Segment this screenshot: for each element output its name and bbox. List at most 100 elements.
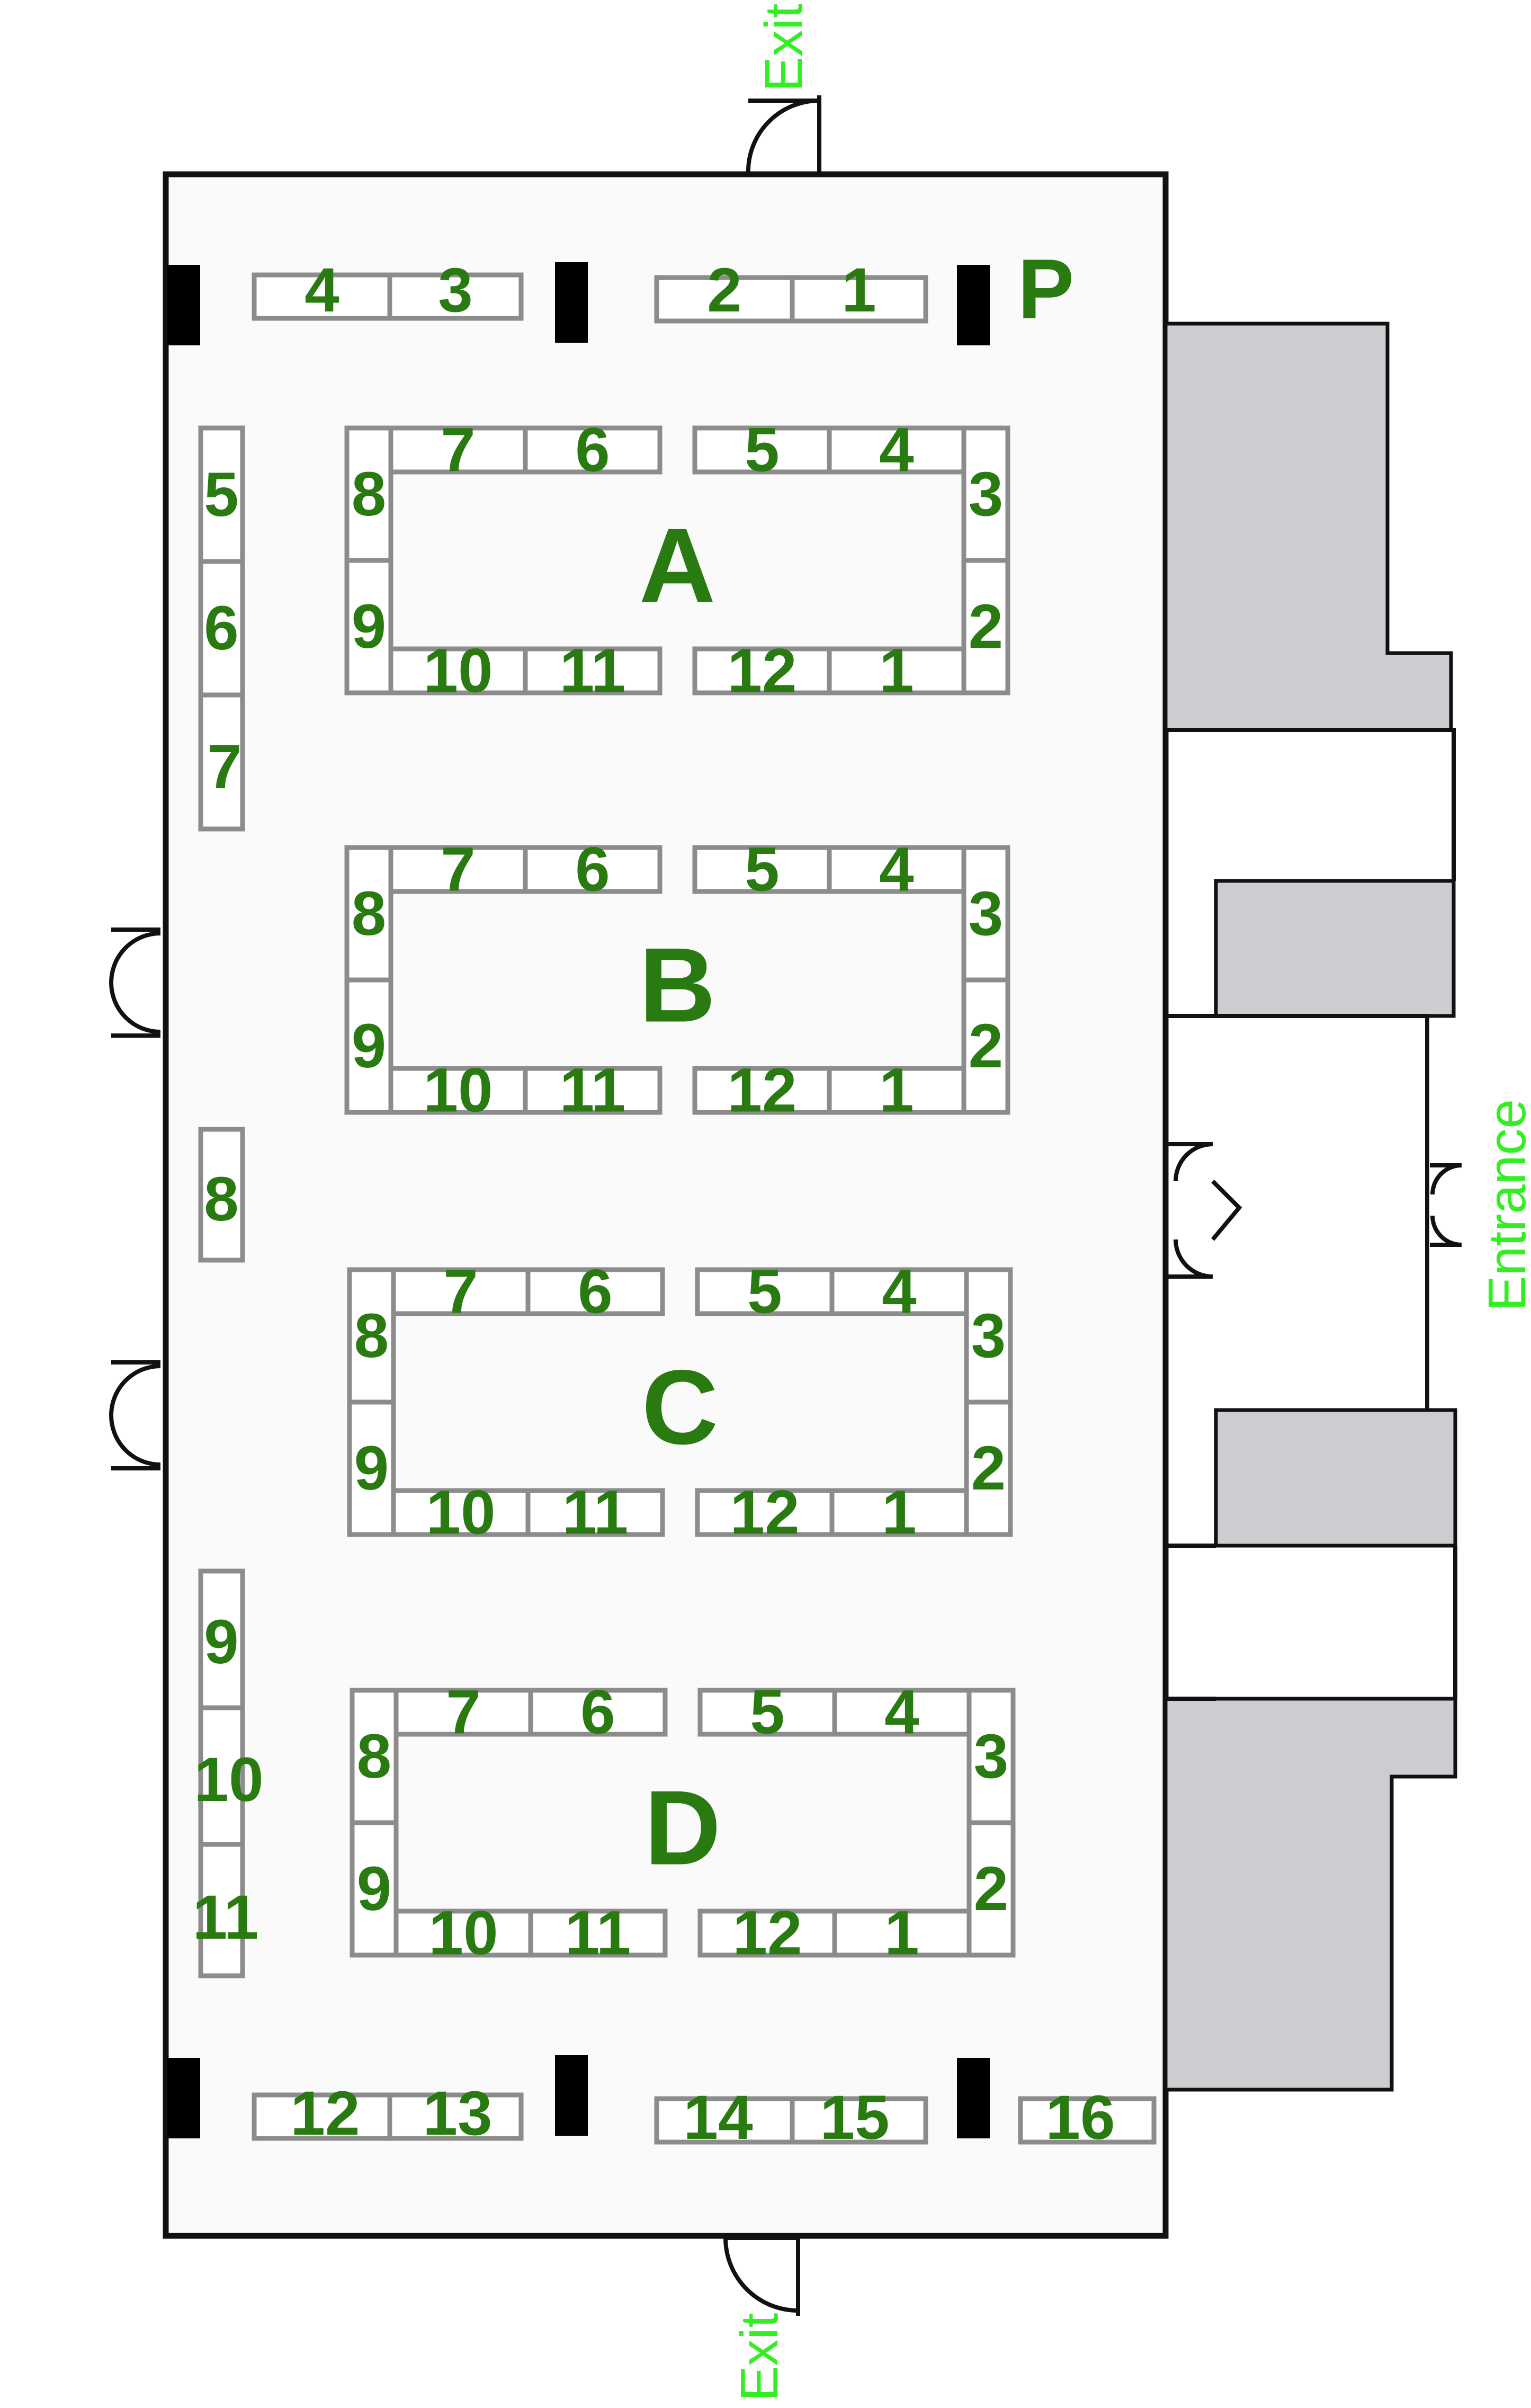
booth-a-6[interactable] [523,425,662,475]
booth-b-12[interactable] [692,1066,832,1115]
booth-label: 3 [969,459,1004,529]
booth-perimeter-5[interactable] [198,425,245,564]
annex [1163,322,1457,2092]
booth-label: 9 [352,592,387,662]
booth-label: 3 [438,255,473,325]
pillar [167,265,200,345]
booth-d-5[interactable] [697,1688,837,1737]
booth-label: 7 [446,1678,481,1747]
booth-label: 5 [745,415,780,485]
booth-c-5[interactable] [695,1267,835,1316]
entrance-door-inner [1168,1142,1242,1279]
booth-a-5[interactable] [692,425,832,475]
booth-d-7[interactable] [393,1688,533,1737]
booth-label: 1 [879,1056,914,1126]
side-door-lower [109,1360,161,1470]
booth-a-4[interactable] [827,425,966,475]
booth-d-11[interactable] [528,1908,668,1958]
booth-c-6[interactable] [525,1267,665,1316]
booth-perimeter-3[interactable] [387,272,524,321]
booth-label: 3 [971,1301,1006,1371]
booth-a-10[interactable] [388,646,528,695]
booth-d-10[interactable] [393,1908,533,1958]
booth-c-12[interactable] [695,1488,835,1537]
booth-perimeter-6[interactable] [198,559,245,698]
booth-label: 12 [730,1478,799,1548]
booth-perimeter-7[interactable] [198,692,245,832]
booth-d-4[interactable] [832,1688,972,1737]
booth-b-11[interactable] [523,1066,662,1115]
booth-label: 1 [841,255,876,325]
island-label: A [639,507,715,625]
booth-a-8[interactable] [344,425,393,563]
booth-label: 11 [193,1883,259,1952]
booth-perimeter-11[interactable] [198,1842,245,1978]
booth-label: 4 [884,1678,919,1747]
booth-label: 13 [423,2079,492,2148]
booth-label: 9 [352,1011,387,1081]
booth-label: 15 [820,2083,889,2153]
booth-label: 7 [441,415,476,485]
booth-c-2[interactable] [964,1399,1013,1537]
booth-label: 12 [727,636,796,706]
booth-label: 2 [969,592,1004,662]
booth-label: 3 [969,879,1004,949]
booth-c-4[interactable] [829,1267,969,1316]
booth-d-9[interactable] [350,1820,399,1958]
booth-label: 4 [879,835,914,905]
booth-d-8[interactable] [350,1688,399,1825]
booth-perimeter-14[interactable] [654,2096,795,2145]
booth-d-12[interactable] [697,1908,837,1958]
booth-label: 8 [352,879,387,949]
booth-c-8[interactable] [347,1267,396,1405]
booth-b-8[interactable] [344,845,393,983]
entrance-door-outer [1430,1163,1462,1247]
booth-c-11[interactable] [525,1488,665,1537]
island-label: C [642,1349,718,1467]
p-label: P [1018,242,1075,336]
booth-c-3[interactable] [964,1267,1013,1405]
booth-label: 6 [578,1257,613,1327]
booth-label: 11 [562,1478,629,1548]
pillar [555,262,588,343]
booth-label: 2 [971,1433,1006,1503]
booth-a-7[interactable] [388,425,528,475]
booth-label: 2 [707,255,742,325]
pillar [957,265,990,345]
booth-label: 5 [750,1678,785,1747]
booth-label: 10 [423,636,493,706]
booth-c-9[interactable] [347,1399,396,1537]
booth-perimeter-4[interactable] [252,272,392,321]
booth-perimeter-2[interactable] [654,275,795,324]
booth-b-7[interactable] [388,845,528,894]
booth-label: 6 [575,415,610,485]
booth-a-3[interactable] [961,425,1010,563]
entrance-label: Entrance [1478,1099,1531,1311]
hall-wall [163,171,1169,2239]
booth-perimeter-15[interactable] [790,2096,928,2145]
booth-label: 8 [204,1164,239,1234]
booth-b-5[interactable] [692,845,832,894]
booth-b-9[interactable] [344,977,393,1115]
booth-perimeter-8[interactable] [198,1127,245,1263]
booth-label: 12 [727,1056,796,1126]
booth-a-12[interactable] [692,646,832,695]
booth-d-3[interactable] [966,1688,1016,1825]
booth-perimeter-16[interactable] [1018,2096,1157,2145]
booth-label: 8 [354,1301,389,1371]
perimeter-left-column: 5 6 7 8 9 10 11 [193,425,264,1978]
booth-label: 5 [204,460,239,530]
booth-b-3[interactable] [961,845,1010,983]
booth-b-10[interactable] [388,1066,528,1115]
booth-perimeter-1[interactable] [790,275,928,324]
booth-label: 1 [882,1478,917,1548]
booth-label: 6 [580,1678,615,1747]
booth-a-11[interactable] [523,646,662,695]
exit-label-bottom: Exit [730,2313,789,2401]
booth-perimeter-13[interactable] [387,2092,524,2141]
booth-a-9[interactable] [344,558,393,695]
exit-label-top: Exit [754,3,813,92]
